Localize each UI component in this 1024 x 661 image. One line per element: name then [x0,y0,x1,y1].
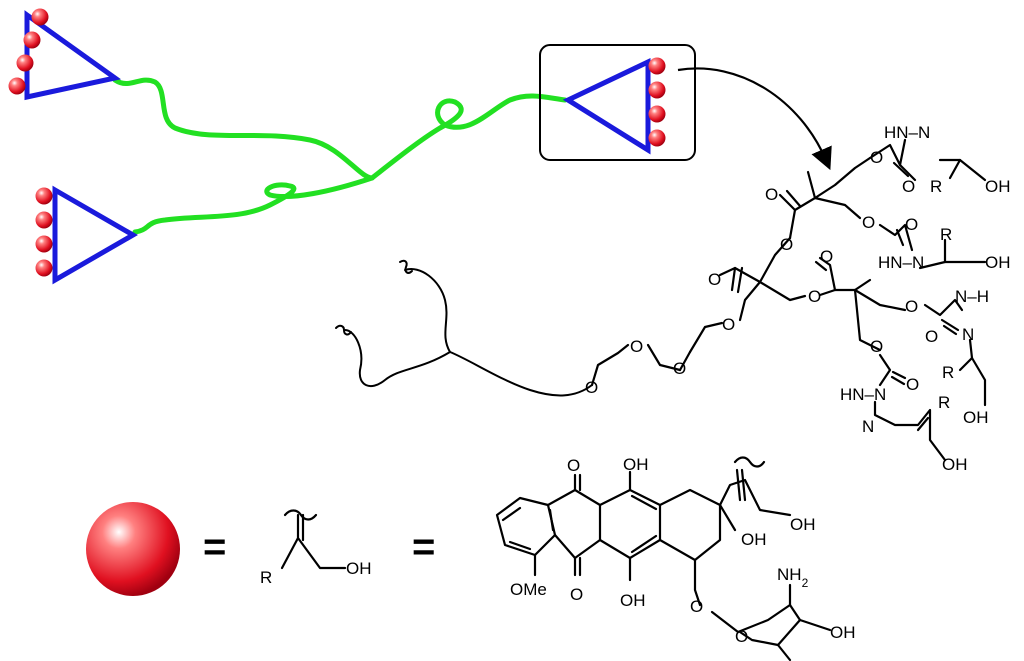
dendron-labels: HN–N O R OH O O O O O HN–N R OH O O O O … [708,123,1011,474]
hydroxyl-label: OH [942,455,968,474]
dendron-bonds [718,138,987,462]
fragment-oh-label: OH [346,559,372,578]
carrier-highlighted [539,44,696,161]
drug-bead [648,129,666,147]
ester-oxygen: O [862,213,875,232]
ester-oxygen: O [870,337,883,356]
bead-legend-icon [86,502,180,596]
hydrazone-nitrogen: N [962,325,974,344]
peg-core [335,259,593,397]
carbonyl-oxygen: O [902,177,915,196]
ester-oxygen: O [808,287,821,306]
carbonyl-oxygen: O [906,375,919,394]
side-chain-oh: OH [790,515,816,534]
hydrazone-label: HN–N [884,123,930,142]
fragment-bonds [280,513,347,570]
ether-oxygen: O [630,337,643,356]
hydroxyl-label: OH [985,177,1011,196]
carbonyl-oxygen: O [905,215,918,234]
ester-oxygen: O [780,235,793,254]
drug-bead [35,187,53,205]
sugar-ring-oxygen: O [735,627,748,646]
ester-oxygen: O [870,148,883,167]
glycosidic-oxygen: O [690,597,703,616]
drug-bead [648,81,666,99]
hydrazone-label: HN–N [878,253,924,272]
drug-bead [35,259,53,277]
sugar-oh: OH [830,623,856,642]
methoxy-label: OMe [510,580,547,599]
triangle-icon [24,10,122,101]
carrier-lower-left [35,185,139,285]
drug-bead [31,8,49,26]
ether-oxygen: O [722,315,735,334]
ester-oxygen: O [905,297,918,316]
quinone-oxygen: O [567,456,580,475]
zoom-arrow [677,67,832,171]
equals-sign: = [412,525,435,569]
hydroxyl-label: OH [985,253,1011,272]
r-group-label: R [940,225,952,244]
polymer-chain-lower [132,175,375,235]
tertiary-oh: OH [741,530,767,549]
amine-label: NH2 [777,565,809,590]
r-group-label: R [930,177,942,196]
hydrazone-nitrogen: N [862,417,874,436]
drug-bead [16,54,34,72]
drug-bead [648,105,666,123]
ether-oxygen: O [673,359,686,378]
triangle-icon [52,185,139,285]
drug-bead [35,235,53,253]
carbonyl-oxygen: O [925,327,938,346]
polymer-chains [112,77,568,235]
polymer-chain-main [369,93,568,181]
carbonyl-oxygen: O [820,247,833,266]
r-group-label: R [942,363,954,382]
quinone-oxygen: O [570,585,583,604]
r-group-label: R [938,393,950,412]
phenol-oh: OH [623,455,649,474]
ether-oxygen: O [585,378,598,397]
hydrazone-label: HN–N [840,385,886,404]
drug-bead [648,57,666,75]
drug-bead [35,211,53,229]
carbonyl-oxygen: O [765,185,778,204]
triangle-icon [562,58,651,155]
highlight-box [539,44,696,161]
peg-ether-chain: O O O O [585,280,762,397]
drug-bead [8,77,26,95]
equals-sign: = [203,525,226,569]
legend: = R OH = [86,502,435,596]
drug-bead [23,31,41,49]
polymer-chain-upper [112,77,375,181]
hydroxyl-label: OH [963,408,989,427]
drug-structure: O OH OH OH OMe O OH NH2 O O OH [495,455,856,661]
hydrazone-label: N–H [955,287,989,306]
carbonyl-oxygen: O [708,270,721,289]
phenol-oh: OH [620,591,646,610]
fragment-r-label: R [260,568,272,587]
carrier-top-left [8,8,122,101]
